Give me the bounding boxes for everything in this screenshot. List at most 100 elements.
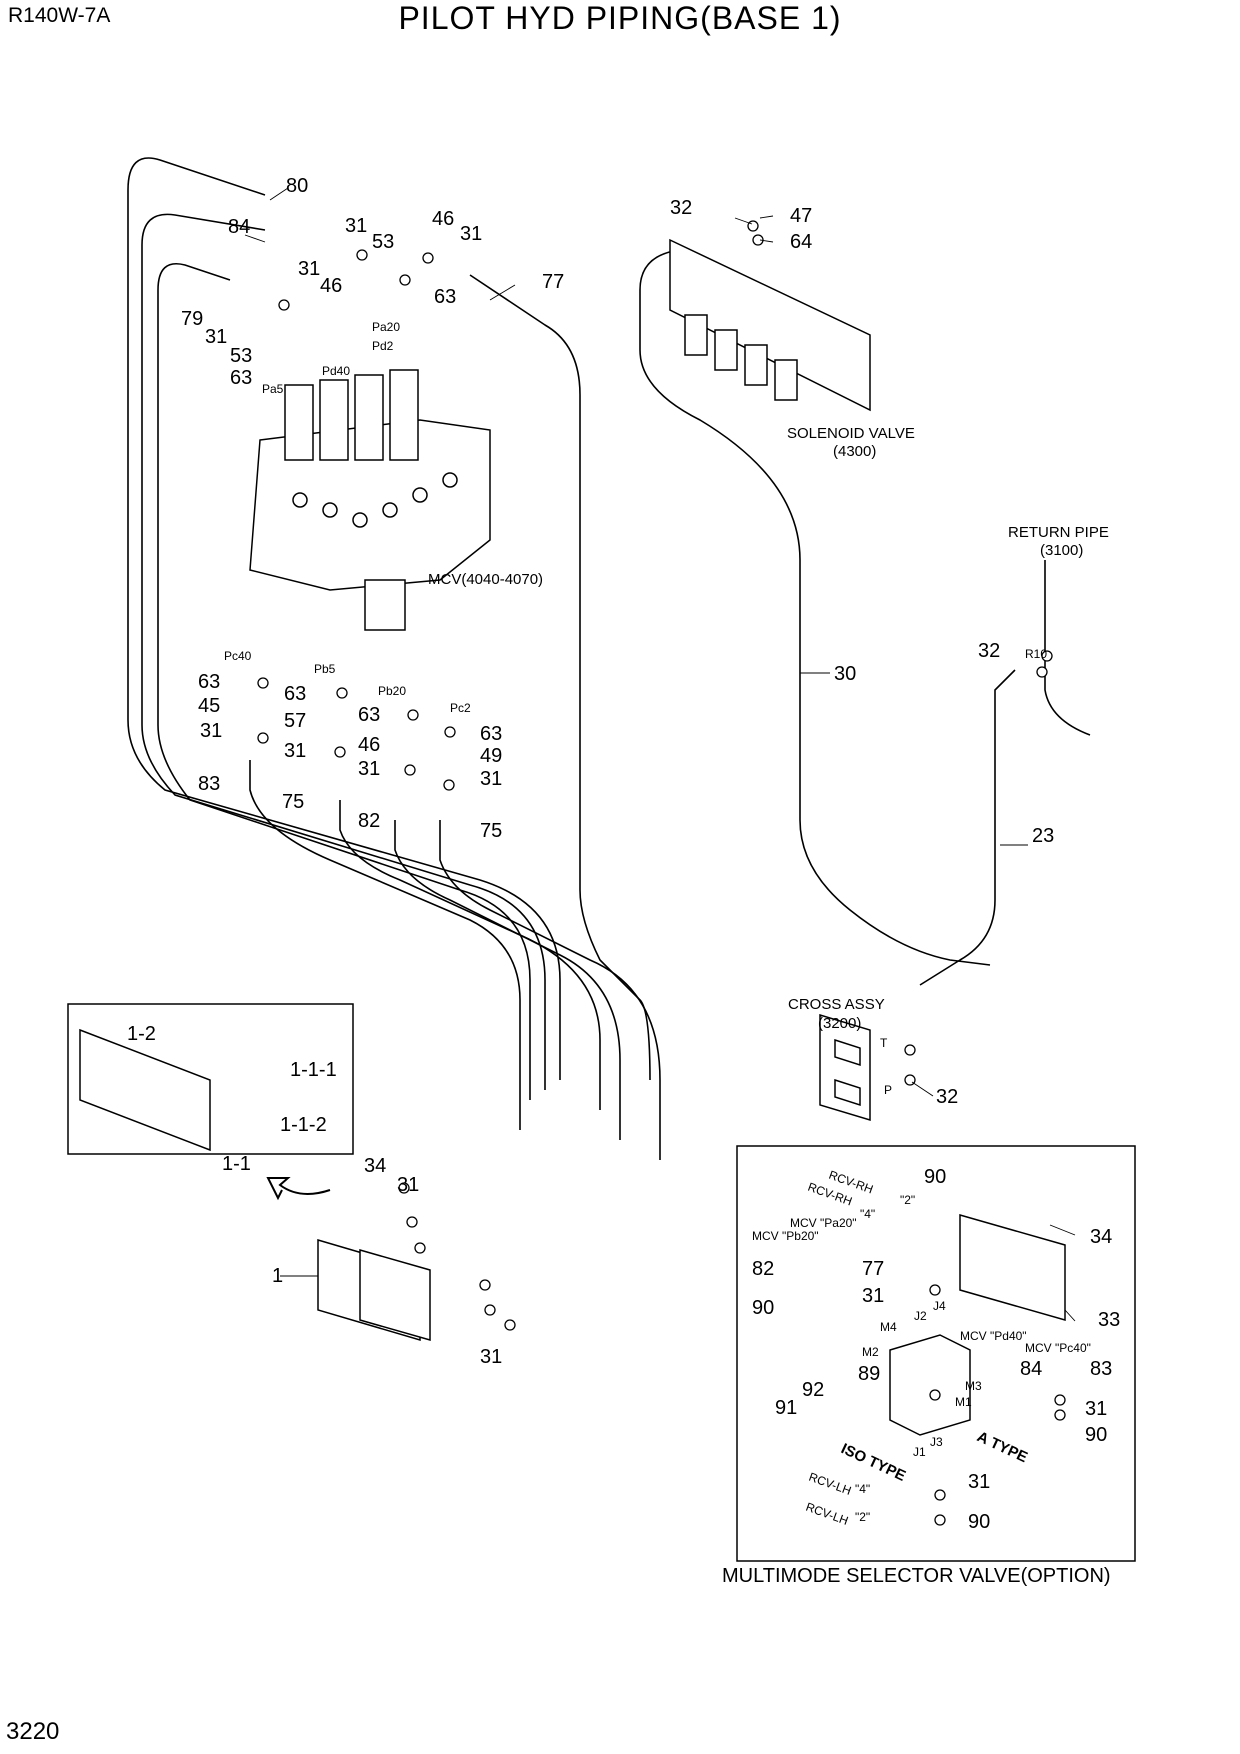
mm-mcv-pc40: MCV "Pc40" — [1025, 1341, 1091, 1355]
port-label-pd40: Pd40 — [322, 364, 350, 378]
mm-rcv-lh-2: "2" — [855, 1510, 870, 1524]
port-label-r10: R10 — [1025, 647, 1047, 661]
part-label-46b: 46 — [320, 275, 342, 297]
part-label-63e: 63 — [358, 704, 380, 726]
port-label-pa20: Pa20 — [372, 320, 400, 334]
cross-port-p: P — [884, 1083, 892, 1097]
part-label-1-1: 1-1 — [222, 1153, 251, 1175]
part-label-31i: 31 — [397, 1174, 419, 1196]
part-label-31a: 31 — [345, 215, 367, 237]
mm-mcv-pd40: MCV "Pd40" — [960, 1329, 1027, 1343]
mm-part-83: 83 — [1090, 1358, 1112, 1380]
mm-m1: M1 — [955, 1395, 972, 1409]
mm-j2: J2 — [914, 1309, 927, 1323]
page-title: PILOT HYD PIPING(BASE 1) — [398, 0, 842, 36]
part-label-23: 23 — [1032, 825, 1054, 847]
part-label-53a: 53 — [372, 231, 394, 253]
part-label-31e: 31 — [200, 720, 222, 742]
model-code: R140W-7A — [8, 4, 111, 27]
part-label-49: 49 — [480, 745, 502, 767]
part-label-63c: 63 — [198, 671, 220, 693]
mm-a-type: A TYPE — [974, 1428, 1030, 1466]
port-label-pa5: Pa5 — [262, 382, 284, 396]
part-label-30: 30 — [834, 663, 856, 685]
part-label-31h: 31 — [480, 768, 502, 790]
part-label-31d: 31 — [205, 326, 227, 348]
part-label-31f: 31 — [284, 740, 306, 762]
port-label-pd2: Pd2 — [372, 339, 394, 353]
part-label-80: 80 — [286, 175, 308, 197]
mm-part-31l: 31 — [1085, 1398, 1107, 1420]
mm-j3: J3 — [930, 1435, 943, 1449]
multimode-inset-frame — [736, 1145, 1136, 1562]
port-label-pb20: Pb20 — [378, 684, 406, 698]
mm-mcv-pa20: MCV "Pa20" — [790, 1216, 857, 1230]
page-number: 3220 — [6, 1718, 60, 1745]
part-label-46c: 46 — [358, 734, 380, 756]
return-pipe-label: RETURN PIPE — [1008, 524, 1109, 541]
mm-part-90b: 90 — [752, 1297, 774, 1319]
fittings — [257, 220, 1066, 1526]
port-label-pb5: Pb5 — [314, 662, 336, 676]
mm-m4: M4 — [880, 1320, 897, 1334]
mm-rcv-lh2: RCV-LH — [804, 1500, 850, 1528]
part-label-57: 57 — [284, 710, 306, 732]
cross-assy-code: (3200) — [818, 1015, 861, 1032]
pipe-routes — [127, 157, 1091, 1160]
solenoid-valve-body — [669, 238, 871, 412]
part-label-1-1-2: 1-1-2 — [280, 1114, 327, 1136]
part-label-63d: 63 — [284, 683, 306, 705]
mm-part-77: 77 — [862, 1258, 884, 1280]
part-label-77: 77 — [542, 271, 564, 293]
mm-j1: J1 — [913, 1445, 926, 1459]
solenoid-valve-code: (4300) — [833, 443, 876, 460]
part-label-45: 45 — [198, 695, 220, 717]
mcv-body — [249, 369, 491, 631]
part-label-47: 47 — [790, 205, 812, 227]
mm-part-90c: 90 — [1085, 1424, 1107, 1446]
mm-part-33: 33 — [1098, 1309, 1120, 1331]
solenoid-valve-label: SOLENOID VALVE — [787, 425, 915, 442]
part-label-31j: 31 — [480, 1346, 502, 1368]
detail-arrow — [266, 1177, 331, 1201]
mm-rcv-rh-2: "2" — [900, 1193, 915, 1207]
part-label-63f: 63 — [480, 723, 502, 745]
part-label-32c: 32 — [936, 1086, 958, 1108]
mm-part-31k: 31 — [862, 1285, 884, 1307]
part-label-1-2: 1-2 — [127, 1023, 156, 1045]
cross-port-t: T — [880, 1036, 888, 1050]
mcv-label: MCV(4040-4070) — [428, 571, 543, 588]
mm-rcv-rh-4: "4" — [860, 1207, 875, 1221]
mm-part-84: 84 — [1020, 1358, 1042, 1380]
part-label-34a: 34 — [364, 1155, 386, 1177]
part-label-31b: 31 — [460, 223, 482, 245]
part-label-79: 79 — [181, 308, 203, 330]
mm-rcv-lh-4: "4" — [855, 1482, 870, 1496]
mm-part-90a: 90 — [924, 1166, 946, 1188]
part-label-84: 84 — [228, 216, 250, 238]
cross-assy-label: CROSS ASSY — [788, 996, 885, 1013]
part-label-31c: 31 — [298, 258, 320, 280]
part-label-63a: 63 — [434, 286, 456, 308]
mm-part-92: 92 — [802, 1379, 824, 1401]
main-block-1 — [317, 1238, 431, 1342]
mm-part-90d: 90 — [968, 1511, 990, 1533]
mm-rcv-lh: RCV-LH — [807, 1470, 853, 1498]
detail-inset-frame — [67, 1003, 354, 1155]
mm-part-82: 82 — [752, 1258, 774, 1280]
detail-inset-block — [79, 1028, 211, 1152]
return-pipe-code: (3100) — [1040, 542, 1083, 559]
mm-part-31m: 31 — [968, 1471, 990, 1493]
part-label-63b: 63 — [230, 367, 252, 389]
mm-j4: J4 — [933, 1299, 946, 1313]
part-label-1: 1 — [272, 1265, 283, 1287]
part-label-75b: 75 — [480, 820, 502, 842]
cross-assy-body — [819, 1013, 871, 1122]
multimode-title: MULTIMODE SELECTOR VALVE(OPTION) — [722, 1565, 1111, 1587]
mm-iso-type: ISO TYPE — [838, 1440, 908, 1485]
part-label-83: 83 — [198, 773, 220, 795]
leader-lines — [244, 187, 1076, 1322]
part-label-82: 82 — [358, 810, 380, 832]
part-label-31g: 31 — [358, 758, 380, 780]
